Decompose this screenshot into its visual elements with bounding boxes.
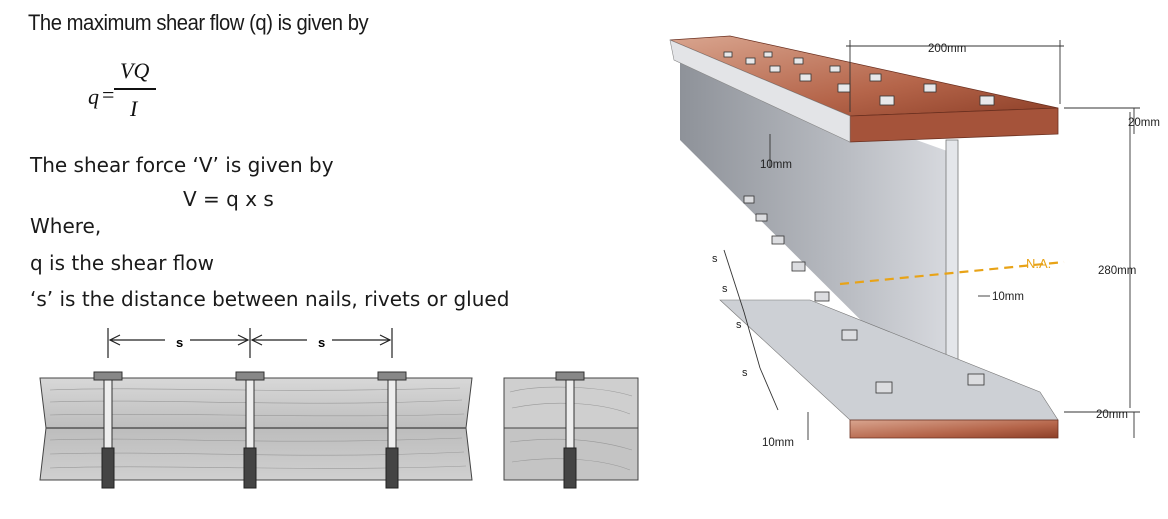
spacing-label-2: s <box>318 335 325 350</box>
bolt-inset-top-label: 10mm <box>760 159 792 171</box>
spacing-s-3: s <box>736 319 742 331</box>
where-label: Where, <box>30 214 102 238</box>
formula-equals: = <box>102 82 115 107</box>
s-definition: ‘s’ is the distance between nails, rivet… <box>30 287 510 311</box>
spacing-s-2: s <box>722 283 728 295</box>
steel-i-beam-diagram: N.A. 200mm 20mm 280mm 20mm 10mm 10mm 10m… <box>669 35 1160 449</box>
formula-denominator: I <box>130 96 138 121</box>
spacing-s-1: s <box>712 253 718 265</box>
total-depth-label: 280mm <box>1098 265 1136 277</box>
top-flange-thickness-label: 20mm <box>1128 117 1160 129</box>
bottom-flange-top <box>719 299 1059 421</box>
top-flange-side <box>669 39 851 143</box>
dimension-lines <box>723 40 1140 440</box>
web-bolts <box>743 195 985 394</box>
nail-1 <box>93 371 123 489</box>
timber-nailing-diagram: s s <box>39 328 639 489</box>
spacing-s-4: s <box>742 367 748 379</box>
web-thickness-label: 10mm <box>992 291 1024 303</box>
q-definition: q is the shear flow <box>30 251 214 275</box>
shear-force-formula: V = q x s <box>183 187 274 211</box>
formula-numerator: VQ <box>120 58 150 83</box>
timber-cross-section <box>503 371 639 489</box>
flange-width-label: 200mm <box>928 43 966 55</box>
top-flange-bolts <box>723 51 995 106</box>
fraction-bar <box>114 88 156 90</box>
spacing-label-1: s <box>176 335 183 350</box>
neutral-axis-line <box>839 260 1065 286</box>
nail-3 <box>377 371 407 489</box>
bottom-flange-thickness-label: 20mm <box>1096 409 1128 421</box>
spacing-dimension <box>107 328 393 358</box>
formula-lhs: q <box>88 84 99 109</box>
shear-force-text: The shear force ‘V’ is given by <box>30 153 334 177</box>
neutral-axis-label: N.A. <box>1026 256 1051 271</box>
nail-2 <box>235 371 265 489</box>
beam-web-face <box>680 56 956 415</box>
long-timber-beam <box>39 377 473 481</box>
heading: The maximum shear flow (q) is given by <box>28 10 369 35</box>
bolt-inset-bottom-label: 10mm <box>762 437 794 449</box>
bottom-flange-end <box>849 419 1059 439</box>
